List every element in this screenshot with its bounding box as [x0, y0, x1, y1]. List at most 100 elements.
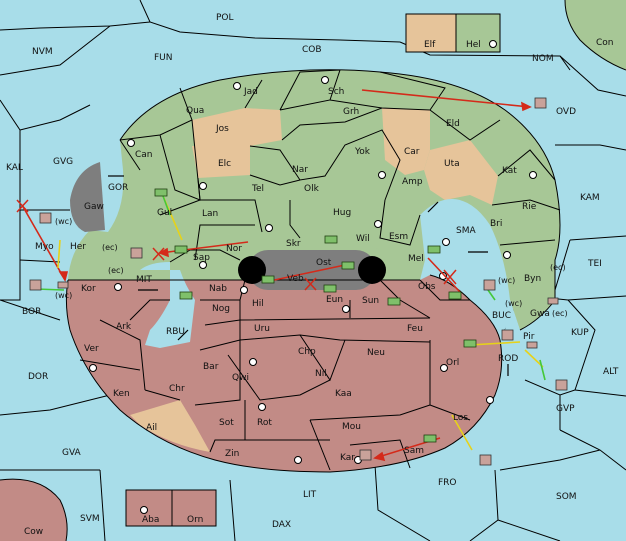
- label-uta: Uta: [444, 159, 460, 169]
- label-jos: Jos: [215, 124, 229, 134]
- fleet-icon: [555, 379, 568, 391]
- label-ken: Ken: [113, 389, 130, 399]
- label-wc-kor: (wc): [55, 291, 72, 300]
- label-chp: Chp: [298, 347, 316, 357]
- region-uta[interactable]: [424, 140, 498, 205]
- region-ail[interactable]: [130, 400, 210, 452]
- label-ver: Ver: [84, 344, 99, 354]
- label-bar: Bar: [203, 362, 219, 372]
- label-can: Can: [135, 150, 153, 160]
- label-nar: Nar: [292, 165, 308, 175]
- fleet-icon: [57, 281, 69, 289]
- supply-centres: [89, 40, 537, 514]
- label-elf: Elf: [424, 40, 436, 50]
- label-skr: Skr: [286, 239, 301, 249]
- region-elc[interactable]: [192, 146, 250, 178]
- label-gul: Gul: [157, 208, 172, 218]
- label-nog: Nog: [212, 304, 230, 314]
- label-fun: FUN: [154, 53, 173, 63]
- label-dor: DOR: [28, 372, 48, 382]
- label-svm: SVM: [80, 514, 100, 524]
- region-car[interactable]: [382, 108, 430, 175]
- region-cow[interactable]: [0, 479, 68, 541]
- fleet-icon: [483, 279, 496, 291]
- label-pol: POL: [216, 13, 234, 23]
- label-tel: Tel: [251, 184, 264, 194]
- label-eun: Eun: [326, 295, 343, 305]
- fleet-icon: [501, 329, 514, 341]
- label-gaw: Gaw: [84, 202, 104, 212]
- region-aba[interactable]: [126, 490, 172, 526]
- label-veb: Veb: [287, 274, 304, 284]
- label-car: Car: [404, 147, 420, 157]
- label-gvg: GVG: [53, 157, 73, 167]
- label-her: Her: [70, 242, 86, 252]
- label-ec-kor: (ec): [108, 266, 124, 275]
- sea-sma[interactable]: [420, 199, 505, 300]
- label-rie: Rie: [522, 202, 537, 212]
- label-ec-her: (ec): [102, 243, 118, 252]
- label-byn: Byn: [524, 274, 541, 284]
- tunnel-end-west: [238, 256, 266, 284]
- army-icon: [179, 291, 193, 300]
- region-gaw[interactable]: [70, 162, 105, 232]
- label-lan: Lan: [202, 209, 218, 219]
- label-feu: Feu: [407, 324, 423, 334]
- label-nil: Nil: [315, 369, 327, 379]
- label-gvp: GVP: [556, 404, 575, 414]
- army-icon: [324, 235, 338, 244]
- region-con[interactable]: [565, 0, 626, 70]
- label-rod: ROD: [498, 354, 518, 364]
- label-aba: Aba: [142, 515, 159, 525]
- label-grh: Grh: [343, 107, 359, 117]
- army-icon: [174, 245, 188, 254]
- label-elc: Elc: [218, 159, 231, 169]
- province-boundaries: [65, 69, 561, 473]
- label-nor: Nor: [226, 244, 242, 254]
- label-qua: Qua: [186, 106, 204, 116]
- region-elf[interactable]: [406, 14, 456, 52]
- army-icon: [341, 261, 355, 270]
- label-ec-gwa: (ec): [552, 309, 568, 318]
- region-jos[interactable]: [192, 108, 282, 146]
- label-gwa: Gwa: [530, 309, 550, 319]
- label-esm: Esm: [389, 232, 408, 242]
- label-sam: Sam: [404, 446, 424, 456]
- label-gva: GVA: [62, 448, 82, 458]
- label-wil: Wil: [356, 234, 370, 244]
- label-wc-byn: (wc): [498, 276, 515, 285]
- label-sap: Sap: [193, 253, 210, 263]
- fleet-icon: [39, 212, 52, 224]
- label-sot: Sot: [219, 418, 234, 428]
- label-sma: SMA: [456, 226, 476, 236]
- fleet-icon: [359, 449, 372, 461]
- label-olk: Olk: [304, 184, 320, 194]
- label-ost: Ost: [316, 258, 332, 268]
- fleet-icon: [130, 247, 143, 259]
- label-cow: Cow: [24, 527, 43, 537]
- label-gor: GOR: [108, 183, 128, 193]
- region-orn[interactable]: [172, 490, 216, 526]
- label-zin: Zin: [225, 449, 239, 459]
- label-fro: FRO: [438, 478, 457, 488]
- label-kat: Kat: [502, 166, 517, 176]
- label-som: SOM: [556, 492, 577, 502]
- label-nvm: NVM: [32, 47, 53, 57]
- sea-mit[interactable]: [140, 262, 195, 348]
- label-nom: NOM: [532, 54, 554, 64]
- label-mou: Mou: [342, 422, 361, 432]
- label-wc-myo: (wc): [55, 217, 72, 226]
- label-rbu: RBU: [166, 327, 185, 337]
- label-sun: Sun: [362, 296, 379, 306]
- label-kaa: Kaa: [335, 389, 352, 399]
- label-con: Con: [596, 38, 614, 48]
- label-kar: Kar: [340, 453, 355, 463]
- label-cob: COB: [302, 45, 322, 55]
- label-ark: Ark: [116, 322, 132, 332]
- label-qwi: Qwi: [232, 373, 249, 383]
- label-hel: Hel: [466, 40, 481, 50]
- label-pir: Pir: [523, 332, 535, 342]
- tunnel-end-east: [358, 256, 386, 284]
